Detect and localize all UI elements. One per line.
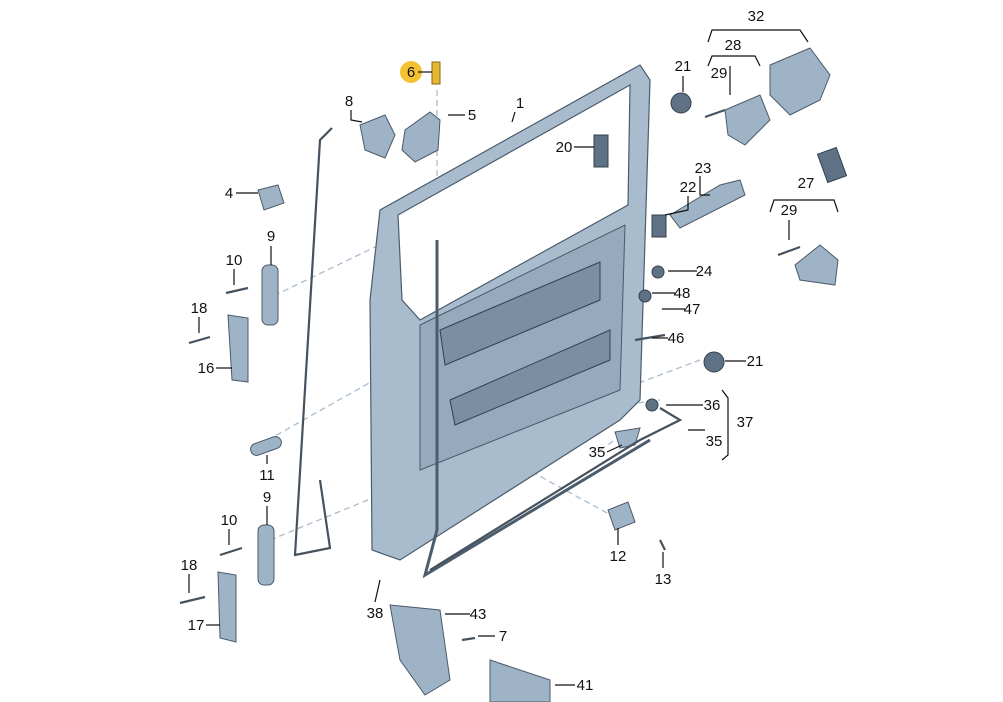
leader-lines <box>188 29 839 686</box>
callout-21: 21 <box>675 58 692 75</box>
callout-4: 4 <box>225 185 233 202</box>
callout-48: 48 <box>674 285 691 302</box>
callout-10: 10 <box>226 252 243 269</box>
parts <box>217 47 848 702</box>
part-6-bolt <box>431 61 441 85</box>
callout-18: 18 <box>191 300 208 317</box>
callout-35: 35 <box>706 433 723 450</box>
callout-29: 29 <box>711 65 728 82</box>
callout-10: 10 <box>221 512 238 529</box>
bolts <box>179 108 801 642</box>
callout-29: 29 <box>781 202 798 219</box>
callout-18: 18 <box>181 557 198 574</box>
callout-8: 8 <box>345 93 353 110</box>
highlight-badge <box>400 61 422 83</box>
callout-9: 9 <box>267 228 275 245</box>
callout-36: 36 <box>704 397 721 414</box>
callout-12: 12 <box>610 548 627 565</box>
callout-labels: 32 28 21 29 6 8 1 5 20 23 27 22 4 29 9 1… <box>181 8 815 694</box>
callout-1: 1 <box>516 95 524 112</box>
callout-28: 28 <box>725 37 742 54</box>
callout-24: 24 <box>696 263 713 280</box>
callout-35: 35 <box>589 444 606 461</box>
callout-9: 9 <box>263 489 271 506</box>
callout-7: 7 <box>499 628 507 645</box>
callout-17: 17 <box>188 617 205 634</box>
callout-23: 23 <box>695 160 712 177</box>
callout-27: 27 <box>798 175 815 192</box>
callout-47: 47 <box>684 301 701 318</box>
sliding-door-shell <box>293 64 651 579</box>
callout-21: 21 <box>747 353 764 370</box>
callout-43: 43 <box>470 606 487 623</box>
callout-37: 37 <box>737 414 754 431</box>
callout-41: 41 <box>577 677 594 694</box>
callout-11: 11 <box>259 467 275 484</box>
callout-16: 16 <box>198 360 215 377</box>
callout-46: 46 <box>668 330 685 347</box>
callout-13: 13 <box>655 571 672 588</box>
callout-20: 20 <box>556 139 573 156</box>
callout-32: 32 <box>748 8 765 25</box>
callout-22: 22 <box>680 179 697 196</box>
callout-6: 6 <box>407 64 415 81</box>
callout-5: 5 <box>468 107 476 124</box>
callout-38: 38 <box>367 605 384 622</box>
